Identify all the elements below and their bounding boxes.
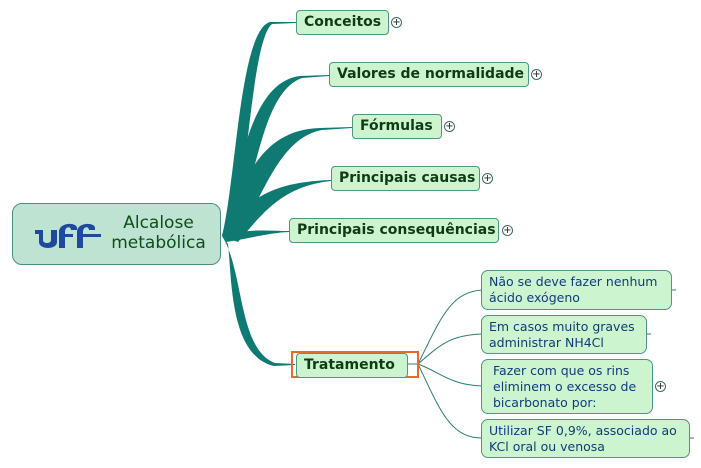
- subtopic-rins-bicarbonato[interactable]: Fazer com que os rins eliminem o excesso…: [481, 359, 653, 414]
- topic-principais-consequencias[interactable]: Principais consequências: [289, 218, 499, 243]
- subtopic-text: eliminem o excesso de: [493, 379, 637, 394]
- title-line-2: metabólica: [111, 233, 206, 253]
- topic-tratamento[interactable]: Tratamento: [296, 353, 408, 378]
- subtopic-text: ácido exógeno: [489, 290, 580, 305]
- topic-formulas[interactable]: Fórmulas: [352, 114, 442, 139]
- topic-label: Valores de normalidade: [337, 66, 525, 82]
- topic-conceitos[interactable]: Conceitos: [296, 10, 389, 35]
- topic-label: Principais consequências: [297, 222, 496, 238]
- central-topic[interactable]: Alcalose metabólica: [12, 203, 221, 265]
- topic-label: Tratamento: [304, 357, 395, 373]
- subtopic-text: Em casos muito graves: [489, 319, 635, 334]
- topic-principais-causas[interactable]: Principais causas: [331, 166, 480, 191]
- sub-link-2: [417, 333, 483, 365]
- branch-causas: [222, 180, 331, 242]
- expand-plus-icon[interactable]: +: [655, 381, 666, 392]
- subtopic-nh4cl[interactable]: Em casos muito graves administrar NH4Cl: [481, 315, 647, 354]
- expand-plus-icon[interactable]: +: [531, 69, 542, 80]
- subtopic-text: KCl oral ou venosa: [489, 439, 605, 454]
- topic-label: Principais causas: [339, 170, 476, 186]
- subtopic-text: bicarbonato por:: [493, 395, 597, 410]
- uff-logo-icon: [35, 223, 101, 248]
- branch-consequencias: [222, 230, 289, 242]
- sub-link-1: [417, 289, 483, 365]
- expand-plus-icon[interactable]: +: [502, 225, 513, 236]
- title-line-1: Alcalose: [123, 213, 194, 233]
- subtopic-text: Utilizar SF 0,9%, associado ao: [489, 423, 677, 438]
- expand-plus-icon[interactable]: +: [444, 121, 455, 132]
- subtopic-text: administrar NH4Cl: [489, 335, 604, 350]
- expand-plus-icon[interactable]: +: [391, 17, 402, 28]
- subtopic-sf-kcl[interactable]: Utilizar SF 0,9%, associado ao KCl oral …: [481, 419, 690, 458]
- expand-plus-icon[interactable]: +: [482, 173, 493, 184]
- sub-link-4: [417, 363, 483, 439]
- central-topic-title: Alcalose metabólica: [101, 213, 216, 253]
- topic-valores-de-normalidade[interactable]: Valores de normalidade: [329, 62, 529, 87]
- topic-label: Fórmulas: [360, 118, 433, 134]
- branch-tratamento: [222, 236, 295, 366]
- subtopic-nao-acido-exogeno[interactable]: Não se deve fazer nenhum ácido exógeno: [481, 270, 672, 310]
- subtopic-text: Fazer com que os rins: [493, 363, 630, 378]
- subtopic-text: Não se deve fazer nenhum: [489, 274, 658, 289]
- sub-link-3: [417, 363, 483, 387]
- topic-label: Conceitos: [304, 14, 382, 30]
